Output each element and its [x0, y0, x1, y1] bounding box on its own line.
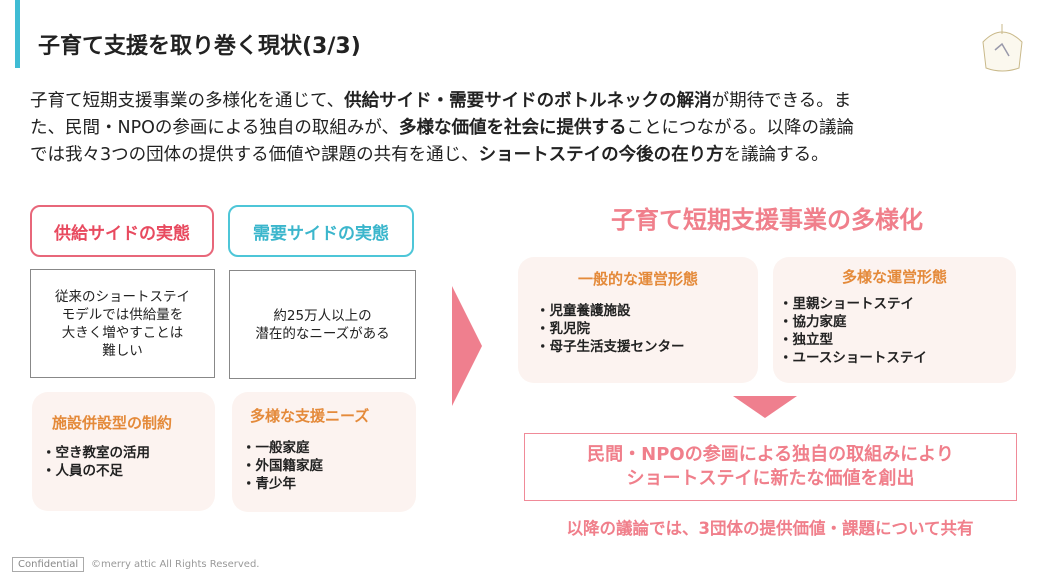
demand-side-header: 需要サイドの実態 [228, 205, 414, 257]
list-item: 協力家庭 [779, 313, 927, 331]
intro-text: た、民間・NPOの参画による独自の取組みが、 [30, 118, 400, 138]
list-item: 独立型 [779, 331, 927, 349]
copyright-text: ©merry attic All Rights Reserved. [91, 559, 260, 570]
page-title: 子育て支援を取り巻く現状(3/3) [38, 34, 361, 59]
demand-fact-box: 約25万人以上の 潜在的なニーズがある [229, 270, 416, 379]
intro-text: ことにつながる。以降の議論 [626, 118, 855, 138]
diverse-title: 多様な運営形態 [841, 268, 947, 286]
confidential-label: Confidential [12, 557, 85, 572]
diversification-title: 子育て短期支援事業の多様化 [611, 206, 923, 234]
list-item: 人員の不足 [42, 462, 150, 480]
intro-text: を議論する。 [723, 145, 829, 165]
title-accent-bar [15, 0, 20, 68]
demand-needs-card: 多様な支援ニーズ 一般家庭 外国籍家庭 青少年 [232, 392, 416, 512]
general-operation-card: 一般的な運営形態 児童養護施設 乳児院 母子生活支援センター [518, 257, 758, 383]
intro-text: 子育て短期支援事業の多様化を通じて、 [30, 91, 345, 111]
merry-attic-logo [975, 20, 1030, 75]
intro-emphasis: ショートステイの今後の在り方 [478, 145, 724, 165]
needs-title: 多様な支援ニーズ [250, 407, 370, 425]
right-arrow-icon [452, 286, 482, 406]
result-box: 民間・NPOの参画による独自の取組みにより ショートステイに新たな価値を創出 [524, 433, 1017, 501]
supply-constraint-card: 施設併設型の制約 空き教室の活用 人員の不足 [32, 392, 215, 511]
conclusion-text: 以降の議論では、3団体の提供価値・課題について共有 [566, 519, 974, 538]
diverse-operation-card: 多様な運営形態 里親ショートステイ 協力家庭 独立型 ユースショートステイ [773, 257, 1016, 383]
supply-fact-box: 従来のショートステイ モデルでは供給量を 大きく増やすことは 難しい [30, 269, 215, 378]
list-item: 里親ショートステイ [779, 295, 927, 313]
list-item: 青少年 [242, 475, 323, 493]
list-item: 乳児院 [536, 320, 685, 338]
intro-paragraph: 子育て短期支援事業の多様化を通じて、供給サイド・需要サイドのボトルネックの解消が… [30, 88, 854, 169]
list-item: ユースショートステイ [779, 349, 927, 367]
result-line: 民間・NPOの参画による独自の取組みにより [587, 444, 954, 465]
supply-side-header: 供給サイドの実態 [30, 205, 214, 257]
list-item: 一般家庭 [242, 439, 323, 457]
list-item: 母子生活支援センター [536, 338, 685, 356]
down-arrow-icon [733, 396, 797, 418]
general-title: 一般的な運営形態 [577, 270, 698, 288]
list-item: 空き教室の活用 [42, 444, 151, 462]
intro-emphasis: 多様な価値を社会に提供する [399, 118, 627, 138]
intro-text: では我々3つの団体の提供する価値や課題の共有を通じ、 [30, 145, 479, 165]
result-line: ショートステイに新たな価値を創出 [626, 468, 915, 489]
constraint-title: 施設併設型の制約 [52, 414, 173, 432]
list-item: 外国籍家庭 [242, 457, 324, 475]
list-item: 児童養護施設 [536, 302, 685, 320]
intro-text: が期待できる。ま [711, 91, 852, 111]
intro-emphasis: 供給サイド・需要サイドのボトルネックの解消 [344, 91, 712, 111]
